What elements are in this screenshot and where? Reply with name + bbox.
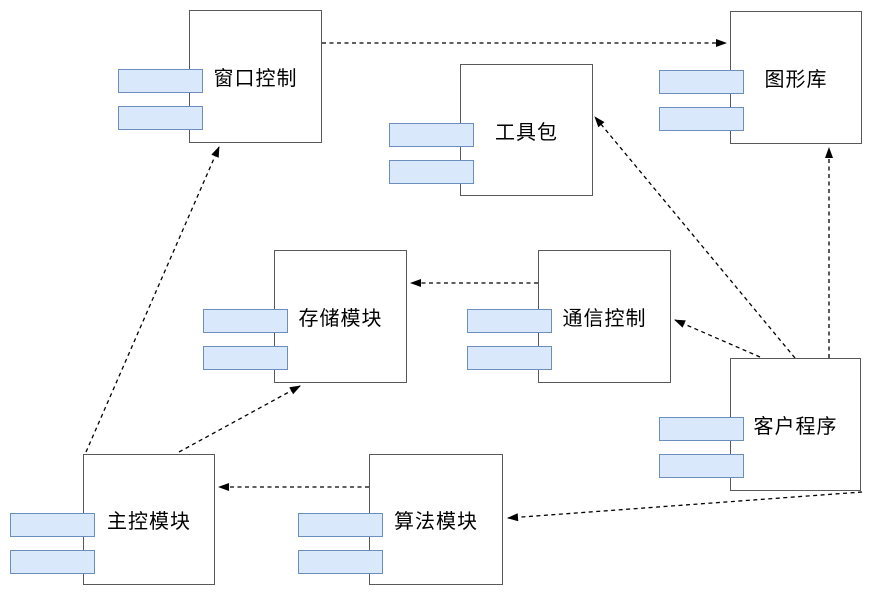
dependency-arrow-main-to-window[interactable]: [85, 146, 220, 453]
component-storage-module[interactable]: 存储模块: [203, 250, 407, 383]
component-port-tab: [298, 550, 383, 574]
component-port-tab: [389, 123, 474, 147]
dependency-arrow-client-to-comm[interactable]: [674, 319, 761, 358]
component-port-tab: [118, 69, 203, 93]
component-label: 工具包: [495, 121, 558, 144]
component-label: 算法模块: [394, 511, 478, 533]
component-label: 图形库: [764, 69, 828, 91]
component-port-tab: [389, 160, 474, 184]
component-algorithm-module[interactable]: 算法模块: [298, 454, 503, 585]
component-toolkit[interactable]: 工具包: [389, 64, 593, 196]
component-port-tab: [659, 454, 744, 478]
component-comm-control[interactable]: 通信控制: [467, 250, 671, 383]
component-client-program[interactable]: 客户程序: [659, 358, 861, 491]
component-port-tab: [659, 417, 744, 441]
component-port-tab: [203, 309, 288, 333]
component-label: 窗口控制: [213, 68, 298, 90]
component-window-control[interactable]: 窗口控制: [118, 10, 322, 143]
component-label: 客户程序: [753, 416, 838, 438]
component-label: 通信控制: [562, 308, 647, 330]
component-port-tab: [118, 106, 203, 130]
component-label: 主控模块: [107, 511, 191, 533]
component-port-tab: [467, 346, 552, 370]
component-port-tab: [659, 107, 744, 131]
component-port-tab: [298, 513, 383, 537]
component-label: 存储模块: [298, 308, 383, 330]
component-main-control[interactable]: 主控模块: [10, 454, 215, 585]
dependency-arrow-main-to-storage[interactable]: [178, 385, 301, 453]
component-port-tab: [659, 70, 744, 94]
component-port-tab: [467, 309, 552, 333]
component-port-tab: [10, 550, 95, 574]
component-graphics-library[interactable]: 图形库: [659, 11, 862, 144]
component-port-tab: [10, 513, 95, 537]
component-port-tab: [203, 346, 288, 370]
dependency-arrow-client-to-algorithm[interactable]: [507, 491, 863, 522]
